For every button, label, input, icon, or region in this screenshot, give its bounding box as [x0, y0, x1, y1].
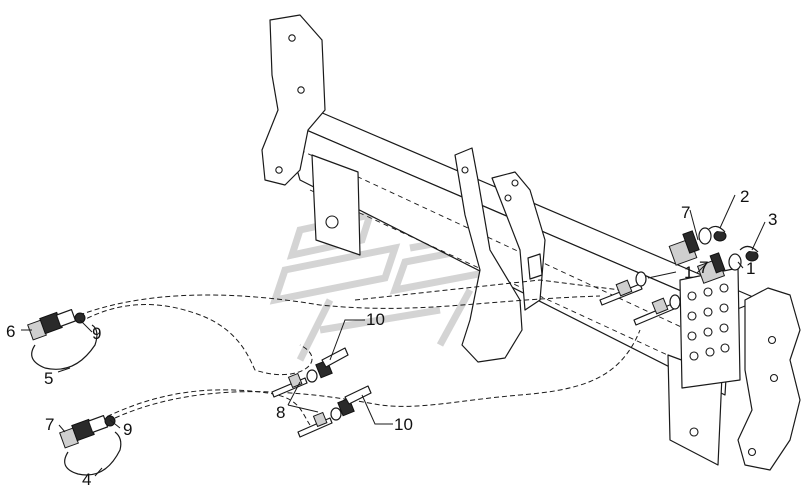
bolt-head: [615, 279, 633, 297]
bolt-hole: [461, 166, 469, 174]
callout-1: 1: [684, 263, 693, 282]
middle-fittings: [271, 347, 372, 438]
chain-loop: [64, 431, 122, 476]
callout-labels: 1 1 2 3 4 5 6 7 7 7 8 9 9 10 10: [6, 187, 777, 489]
center-lift-arm: [454, 147, 523, 363]
bolt-hole: [769, 373, 779, 383]
bolt-hole: [288, 34, 296, 42]
right-mounting-plate: [737, 287, 801, 471]
bolt-hole: [504, 194, 512, 202]
bolt-hole: [767, 335, 777, 345]
callout-4: 4: [82, 470, 91, 489]
callout-8: 8: [276, 403, 285, 422]
callout-leaders: [21, 194, 766, 477]
callout-1: 1: [746, 259, 755, 278]
left-coupler-upper: [27, 309, 98, 370]
callout-7: 7: [681, 203, 690, 222]
callout-2: 2: [740, 187, 749, 206]
front-frame: [261, 14, 801, 471]
quick-coupler-upper: [668, 227, 712, 266]
callout-5: 5: [44, 369, 53, 388]
left-lower-bracket: [311, 154, 361, 256]
dust-cap: [707, 225, 727, 242]
callout-9: 9: [92, 324, 101, 343]
hydraulic-hoses: [71, 279, 641, 426]
hose-line: [354, 279, 621, 301]
left-mounting-plate: [261, 14, 326, 186]
callout-7: 7: [699, 258, 708, 277]
bolt-hole: [297, 86, 305, 94]
callout-6: 6: [6, 322, 15, 341]
bolt-hole: [325, 215, 339, 229]
callout-10: 10: [366, 310, 385, 329]
bolt-hole: [511, 179, 519, 187]
o-ring: [669, 294, 681, 310]
bolt-hole: [747, 447, 757, 457]
chain-loop: [31, 324, 98, 370]
dust-cap: [739, 245, 759, 262]
hose-line: [114, 329, 641, 419]
hose-line: [99, 389, 311, 426]
o-ring: [635, 271, 647, 287]
adapter: [344, 385, 372, 405]
adapter: [321, 347, 349, 368]
callout-7: 7: [45, 415, 54, 434]
bolt-hole: [689, 427, 699, 437]
bolt-hole: [275, 166, 283, 174]
quick-coupler-lower: [696, 252, 742, 284]
callout-9: 9: [123, 420, 132, 439]
right-coupler-assembly: [599, 225, 759, 326]
o-ring: [306, 369, 318, 383]
hose-connector-block: [527, 253, 543, 280]
bolt-head: [651, 297, 669, 315]
hose-line: [71, 294, 601, 319]
callout-3: 3: [768, 210, 777, 229]
callout-10: 10: [394, 415, 413, 434]
hose-line: [79, 304, 313, 376]
coupling-plate-holes: [687, 283, 730, 361]
left-coupler-lower: [59, 415, 122, 476]
bolt-head: [312, 411, 328, 428]
o-ring: [330, 407, 342, 421]
